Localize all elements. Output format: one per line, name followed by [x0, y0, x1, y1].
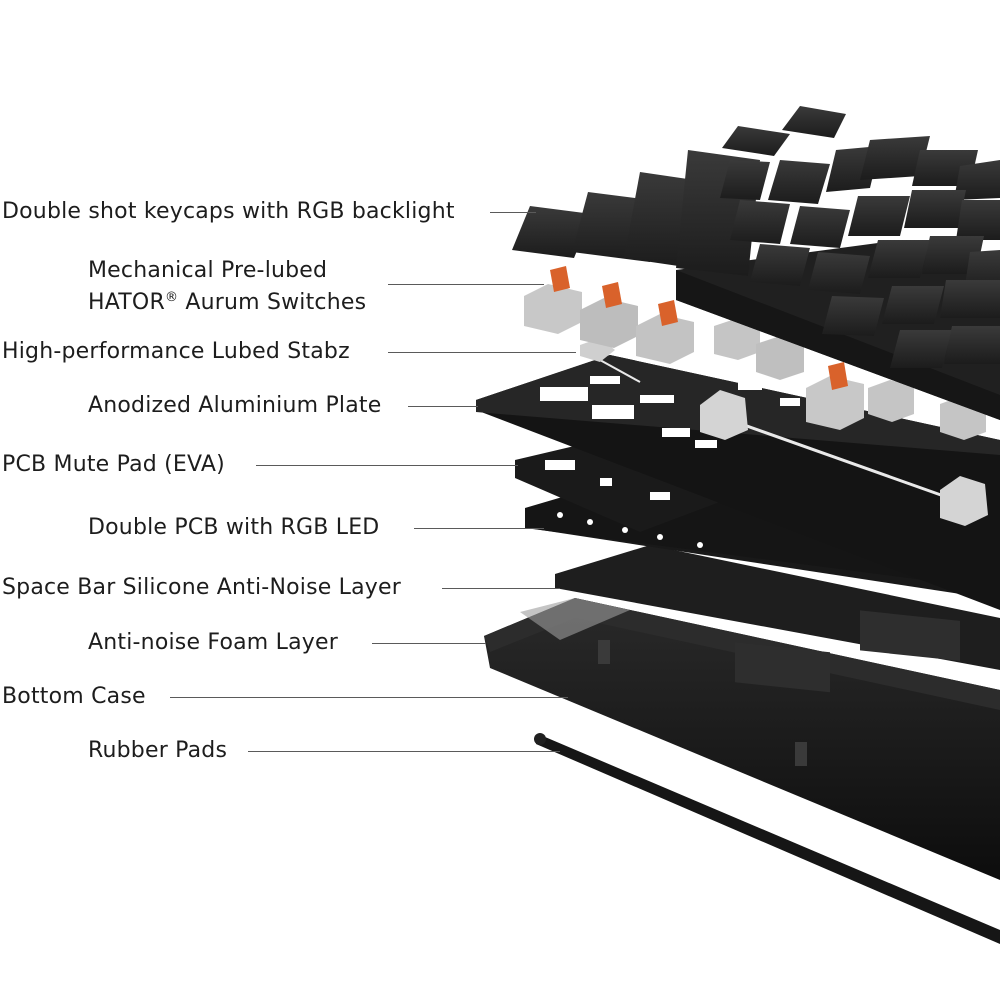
label-plate: Anodized Aluminium Plate [88, 393, 382, 418]
stabilizer-parts [580, 338, 988, 526]
label-switches-line2: HATOR® Aurum Switches [88, 284, 366, 316]
anti-noise-foam-part [555, 545, 1000, 693]
leader-line-pads [248, 751, 560, 752]
keycaps-part [512, 106, 1000, 420]
leader-line-stabz [388, 352, 576, 353]
label-mute-pad: PCB Mute Pad (EVA) [2, 452, 225, 477]
label-switches-line1: Mechanical Pre-lubed [88, 258, 328, 283]
leader-line-spacebar-layer [442, 588, 560, 589]
label-foam: Anti-noise Foam Layer [88, 630, 338, 655]
label-spacebar-layer: Space Bar Silicone Anti-Noise Layer [2, 575, 402, 600]
label-pcb: Double PCB with RGB LED [88, 515, 380, 540]
label-case: Bottom Case [2, 684, 146, 709]
leader-line-mute-pad [256, 465, 518, 466]
leader-line-switches [388, 284, 544, 285]
switch-parts [524, 266, 986, 440]
label-stabz: High-performance Lubed Stabz [2, 339, 350, 364]
label-pads: Rubber Pads [88, 738, 228, 763]
label-keycaps: Double shot keycaps with RGB backlight [2, 199, 455, 224]
registered-mark: ® [164, 290, 179, 305]
label-switches-rest: Aurum Switches [178, 290, 367, 315]
leader-line-pcb [414, 528, 544, 529]
leader-line-case [170, 697, 568, 698]
leader-line-keycaps [490, 212, 536, 213]
leader-line-foam [372, 643, 486, 644]
leader-line-plate [408, 406, 478, 407]
label-switches-brand: HATOR [88, 290, 165, 315]
rubber-pads-part [534, 733, 1000, 944]
